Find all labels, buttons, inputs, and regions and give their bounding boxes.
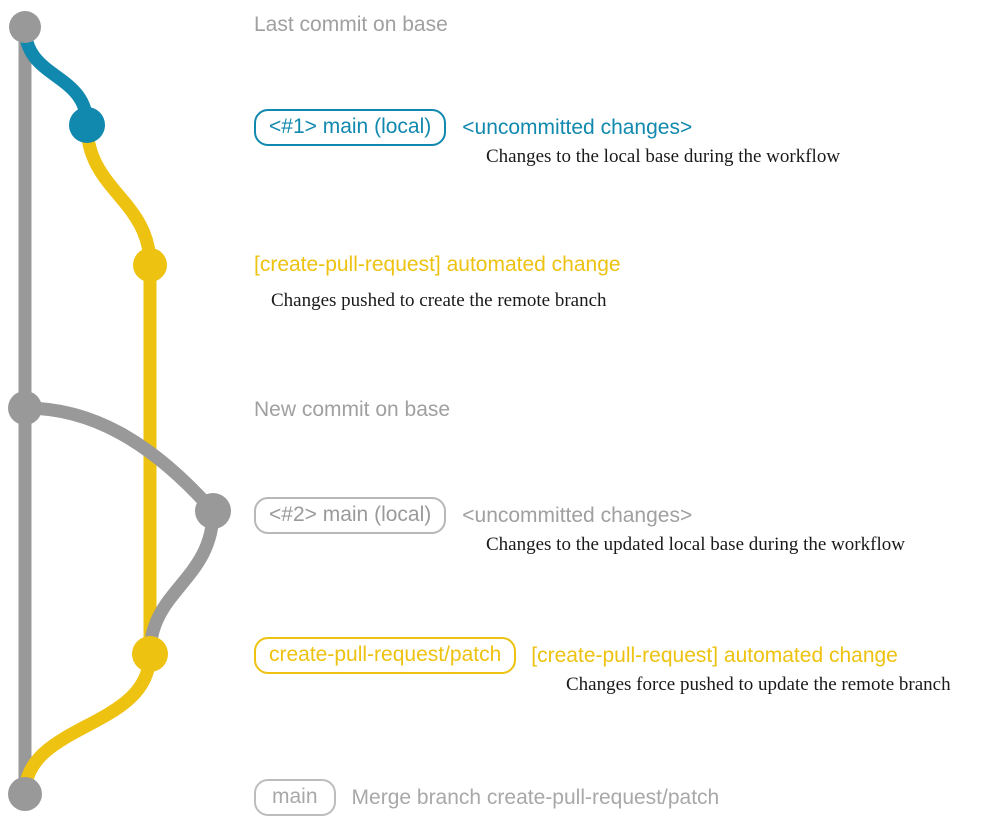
patch-to-merge-line: [18, 647, 157, 801]
commit-subject-merge: Merge branch create-pull-request/patch: [351, 785, 720, 809]
commit-description-automated-change-2: Changes force pushed to update the remot…: [566, 674, 951, 695]
commit-node-last-commit-on-base[interactable]: [9, 11, 41, 43]
commit-node-automated-change-1[interactable]: [133, 248, 167, 282]
commit-subject-automated-change-2: [create-pull-request] automated change: [531, 643, 898, 667]
row-label-new-commit-on-base: New commit on base: [254, 398, 451, 421]
commit-subject-automated-change-1: [create-pull-request] automated change: [254, 253, 621, 276]
commit-node-new-commit-on-base[interactable]: [8, 391, 42, 425]
commit-description-local-main-2: Changes to the updated local base during…: [486, 534, 905, 555]
commit-description-local-main-1: Changes to the local base during the wor…: [486, 146, 841, 167]
branch-badge-local-main-2[interactable]: <#2> main (local): [254, 497, 447, 534]
base-to-local2-line: [18, 401, 220, 518]
row-label-last-commit-on-base: Last commit on base: [254, 13, 448, 36]
row-header-local-main-1: <#1> main (local) <uncommitted changes>: [254, 109, 692, 146]
commit-node-local-main-2[interactable]: [195, 493, 231, 529]
branch-badge-local-main-1[interactable]: <#1> main (local): [254, 109, 447, 146]
commit-node-automated-change-2[interactable]: [132, 636, 168, 672]
yellow-branch-line-upper: [80, 118, 157, 272]
branch-badge-main[interactable]: main: [254, 779, 336, 816]
commit-subject-local-main-1: <uncommitted changes>: [462, 115, 693, 139]
commit-subject-local-main-2: <uncommitted changes>: [462, 503, 693, 527]
commit-description-automated-change-1: Changes pushed to create the remote bran…: [271, 290, 607, 311]
row-header-merge-commit: main Merge branch create-pull-request/pa…: [254, 779, 719, 816]
branch-badge-create-pull-request-patch[interactable]: create-pull-request/patch: [254, 637, 517, 674]
local2-to-patch-line: [143, 504, 220, 661]
commit-node-local-main-1[interactable]: [69, 107, 105, 143]
row-header-local-main-2: <#2> main (local) <uncommitted changes>: [254, 497, 692, 534]
row-header-automated-change-2: create-pull-request/patch [create-pull-r…: [254, 637, 898, 674]
row-header-automated-change-1: [create-pull-request] automated change: [254, 253, 621, 277]
commit-node-merge[interactable]: [8, 777, 42, 811]
